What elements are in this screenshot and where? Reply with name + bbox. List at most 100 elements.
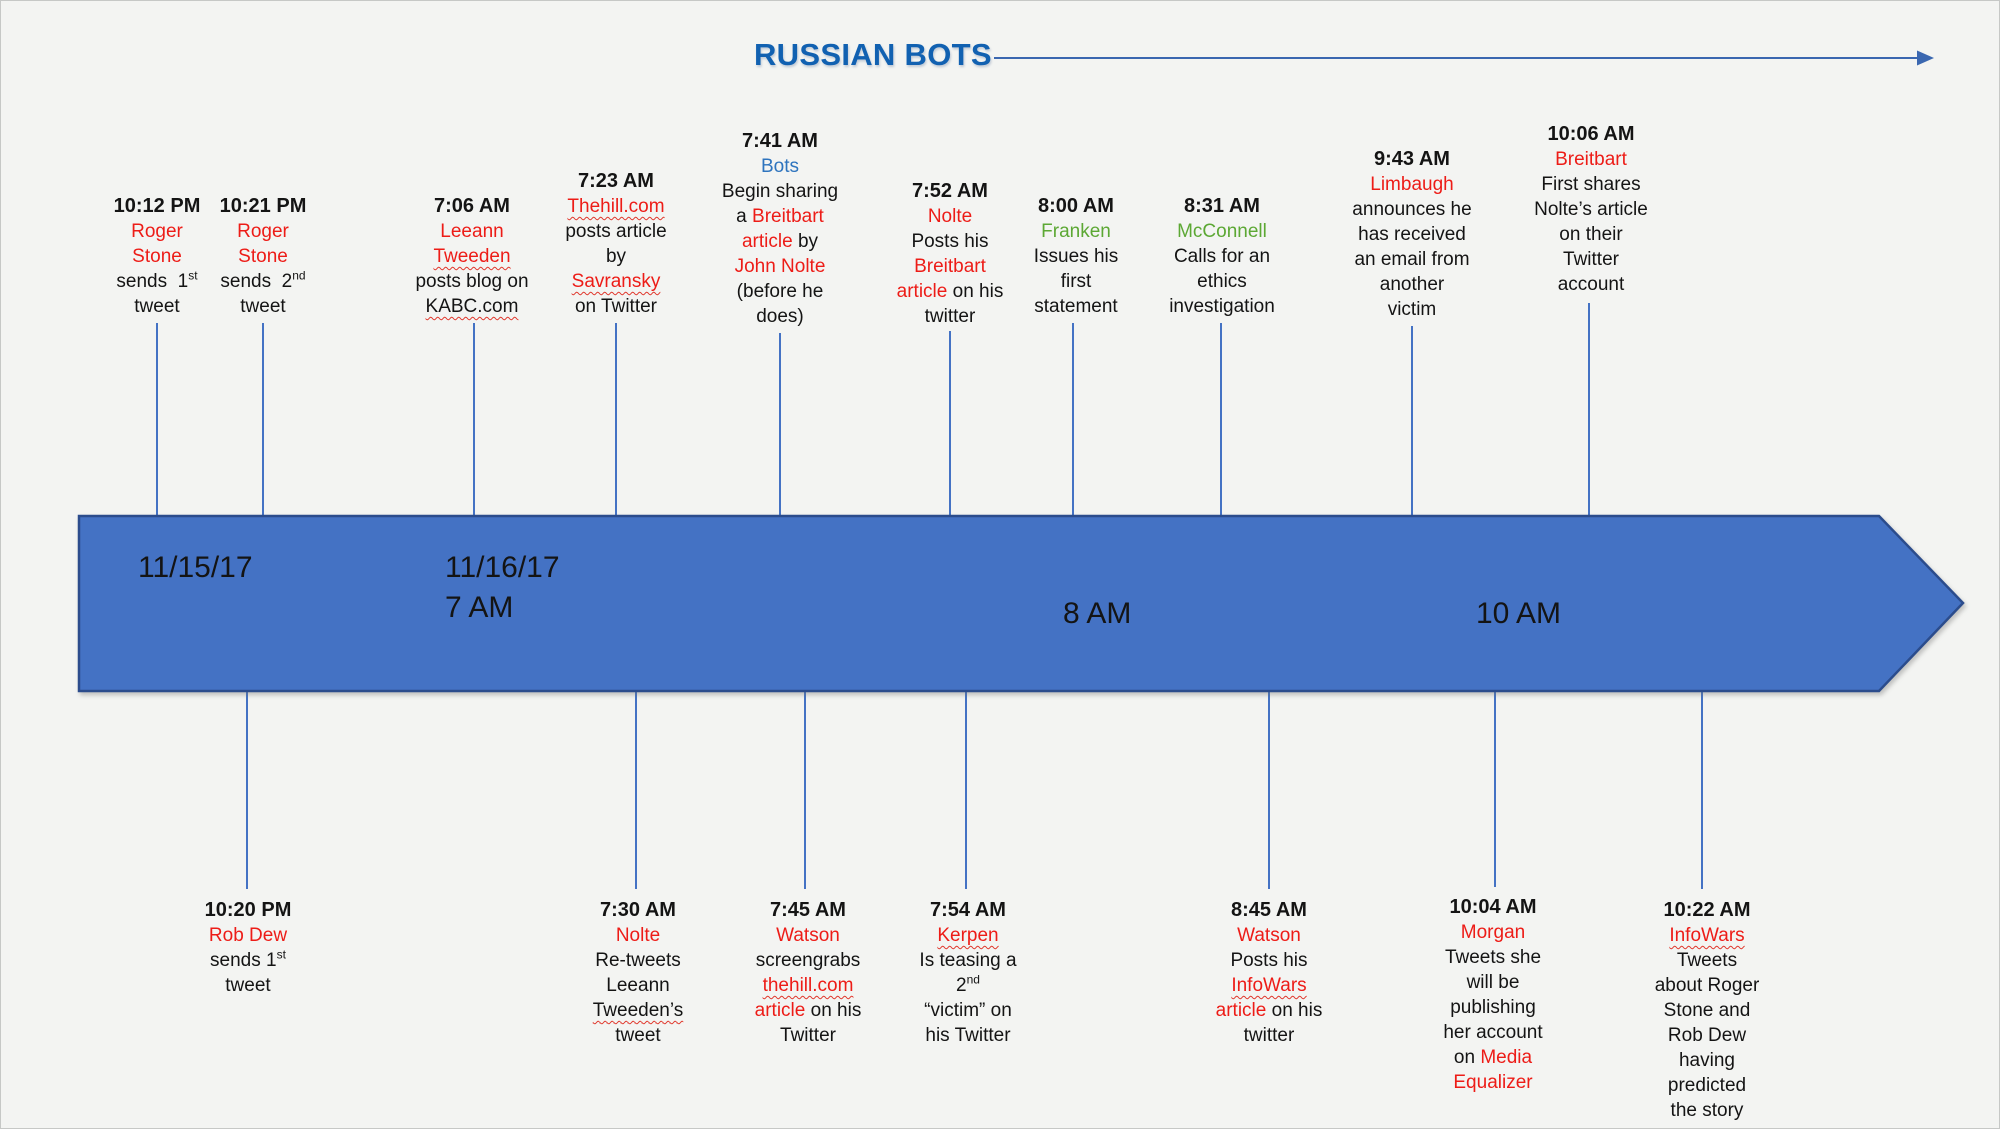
text-segment: John Nolte [734, 256, 826, 277]
text-segment: by [792, 231, 819, 252]
text-segment: article [896, 281, 948, 302]
event-text-line: tweet [205, 973, 292, 998]
text-segment: an email from [1354, 249, 1470, 270]
event-text-line: first [1034, 269, 1118, 294]
event-time: 8:31 AM [1184, 195, 1260, 217]
text-segment: Rob Dew [1667, 1025, 1747, 1046]
event-text-line: (before he [722, 279, 838, 304]
connector-line [1701, 692, 1703, 889]
text-segment: a [736, 206, 753, 227]
text-segment: will be [1466, 972, 1520, 993]
event-text-line: Breitbart [1534, 147, 1648, 172]
text-segment: Twitter [780, 1025, 836, 1046]
event-text-line: Nolte [897, 204, 1004, 229]
connector-line [1411, 326, 1413, 516]
band-label: 11/15/17 [138, 551, 253, 584]
text-segment: Leeann [440, 221, 504, 242]
event-text-line: Twitter [1534, 247, 1648, 272]
connector-line [262, 323, 264, 516]
event-time: 7:41 AM [742, 130, 818, 152]
event-text-line: does) [722, 304, 838, 329]
text-segment: victim [1387, 299, 1437, 320]
event-text-line: about Roger [1655, 973, 1760, 998]
event-text-line: Tweets she [1443, 945, 1542, 970]
text-segment: Equalizer [1453, 1072, 1533, 1093]
event-text-line: tweet [220, 294, 307, 319]
text-segment: investigation [1169, 296, 1275, 317]
event-text-line: article on his [755, 998, 862, 1023]
superscript: nd [292, 268, 306, 283]
text-segment: article [754, 1000, 806, 1021]
text-segment: thehill.com [762, 975, 854, 996]
event-text-line: Breitbart [897, 254, 1004, 279]
event-text-line: 2nd [919, 973, 1016, 998]
event-text-line: Bots [722, 154, 838, 179]
event-text-line: publishing [1443, 995, 1542, 1020]
text-segment: Nolte [615, 925, 661, 946]
superscript: nd [966, 972, 980, 987]
event-text-line: Rob Dew [205, 923, 292, 948]
event-time: 8:45 AM [1231, 899, 1307, 921]
text-segment: 2 [956, 975, 967, 996]
event-text-line: a Breitbart [722, 204, 838, 229]
text-segment: Limbaugh [1370, 174, 1454, 195]
event-text-line: Posts his [1216, 948, 1323, 973]
event-text-line: Stone [220, 244, 307, 269]
event-text-line: article on his [897, 279, 1004, 304]
text-segment: Franken [1041, 221, 1111, 242]
title-arrow-icon [994, 50, 1934, 66]
connector-line [1268, 692, 1270, 889]
event-text-line: InfoWars [1216, 973, 1323, 998]
event-text-line: predicted [1655, 1073, 1760, 1098]
event-time: 10:21 PM [219, 195, 307, 217]
event-text-line: on their [1534, 222, 1648, 247]
text-segment: posts article [565, 221, 667, 242]
event-text-line: Watson [755, 923, 862, 948]
event-text-line: John Nolte [722, 254, 838, 279]
text-segment: Leeann [606, 975, 670, 996]
text-segment: sends 2 [220, 271, 293, 292]
event-text-line: article by [722, 229, 838, 254]
event-text-line: ethics [1169, 269, 1275, 294]
text-segment: Begin sharing [721, 181, 839, 202]
event-text-line: his Twitter [919, 1023, 1016, 1048]
connector-line [615, 323, 617, 516]
event-text-line: Nolte [593, 923, 684, 948]
event-time: 10:20 PM [204, 899, 292, 921]
text-segment: Calls for an [1173, 246, 1271, 267]
event-text-line: announces he [1352, 197, 1471, 222]
text-segment: his Twitter [925, 1025, 1011, 1046]
event-time: 8:00 AM [1038, 195, 1114, 217]
text-segment: Tweets [1676, 950, 1738, 971]
event-text-line: KABC.com [415, 294, 528, 319]
connector-line [1494, 692, 1496, 887]
event-text-line: account [1534, 272, 1648, 297]
text-segment: article [741, 231, 793, 252]
connector-line [1588, 303, 1590, 516]
text-segment: Savransky [571, 271, 661, 292]
event-text-line: InfoWars [1655, 923, 1760, 948]
text-segment: on [1453, 1047, 1481, 1068]
event-text-line: Tweeden’s [593, 998, 684, 1023]
text-segment: by [605, 246, 627, 267]
text-segment: InfoWars [1669, 925, 1745, 946]
event-text-line: the story [1655, 1098, 1760, 1123]
superscript: st [276, 947, 286, 962]
text-segment: on his [947, 281, 1004, 302]
text-segment: KABC.com [425, 296, 519, 317]
connector-line [949, 331, 951, 516]
superscript: st [188, 268, 198, 283]
text-segment: on his [1266, 1000, 1323, 1021]
text-segment: “victim” on [924, 1000, 1012, 1021]
event-text-line: on Media [1443, 1045, 1542, 1070]
event-text-line: Stone and [1655, 998, 1760, 1023]
